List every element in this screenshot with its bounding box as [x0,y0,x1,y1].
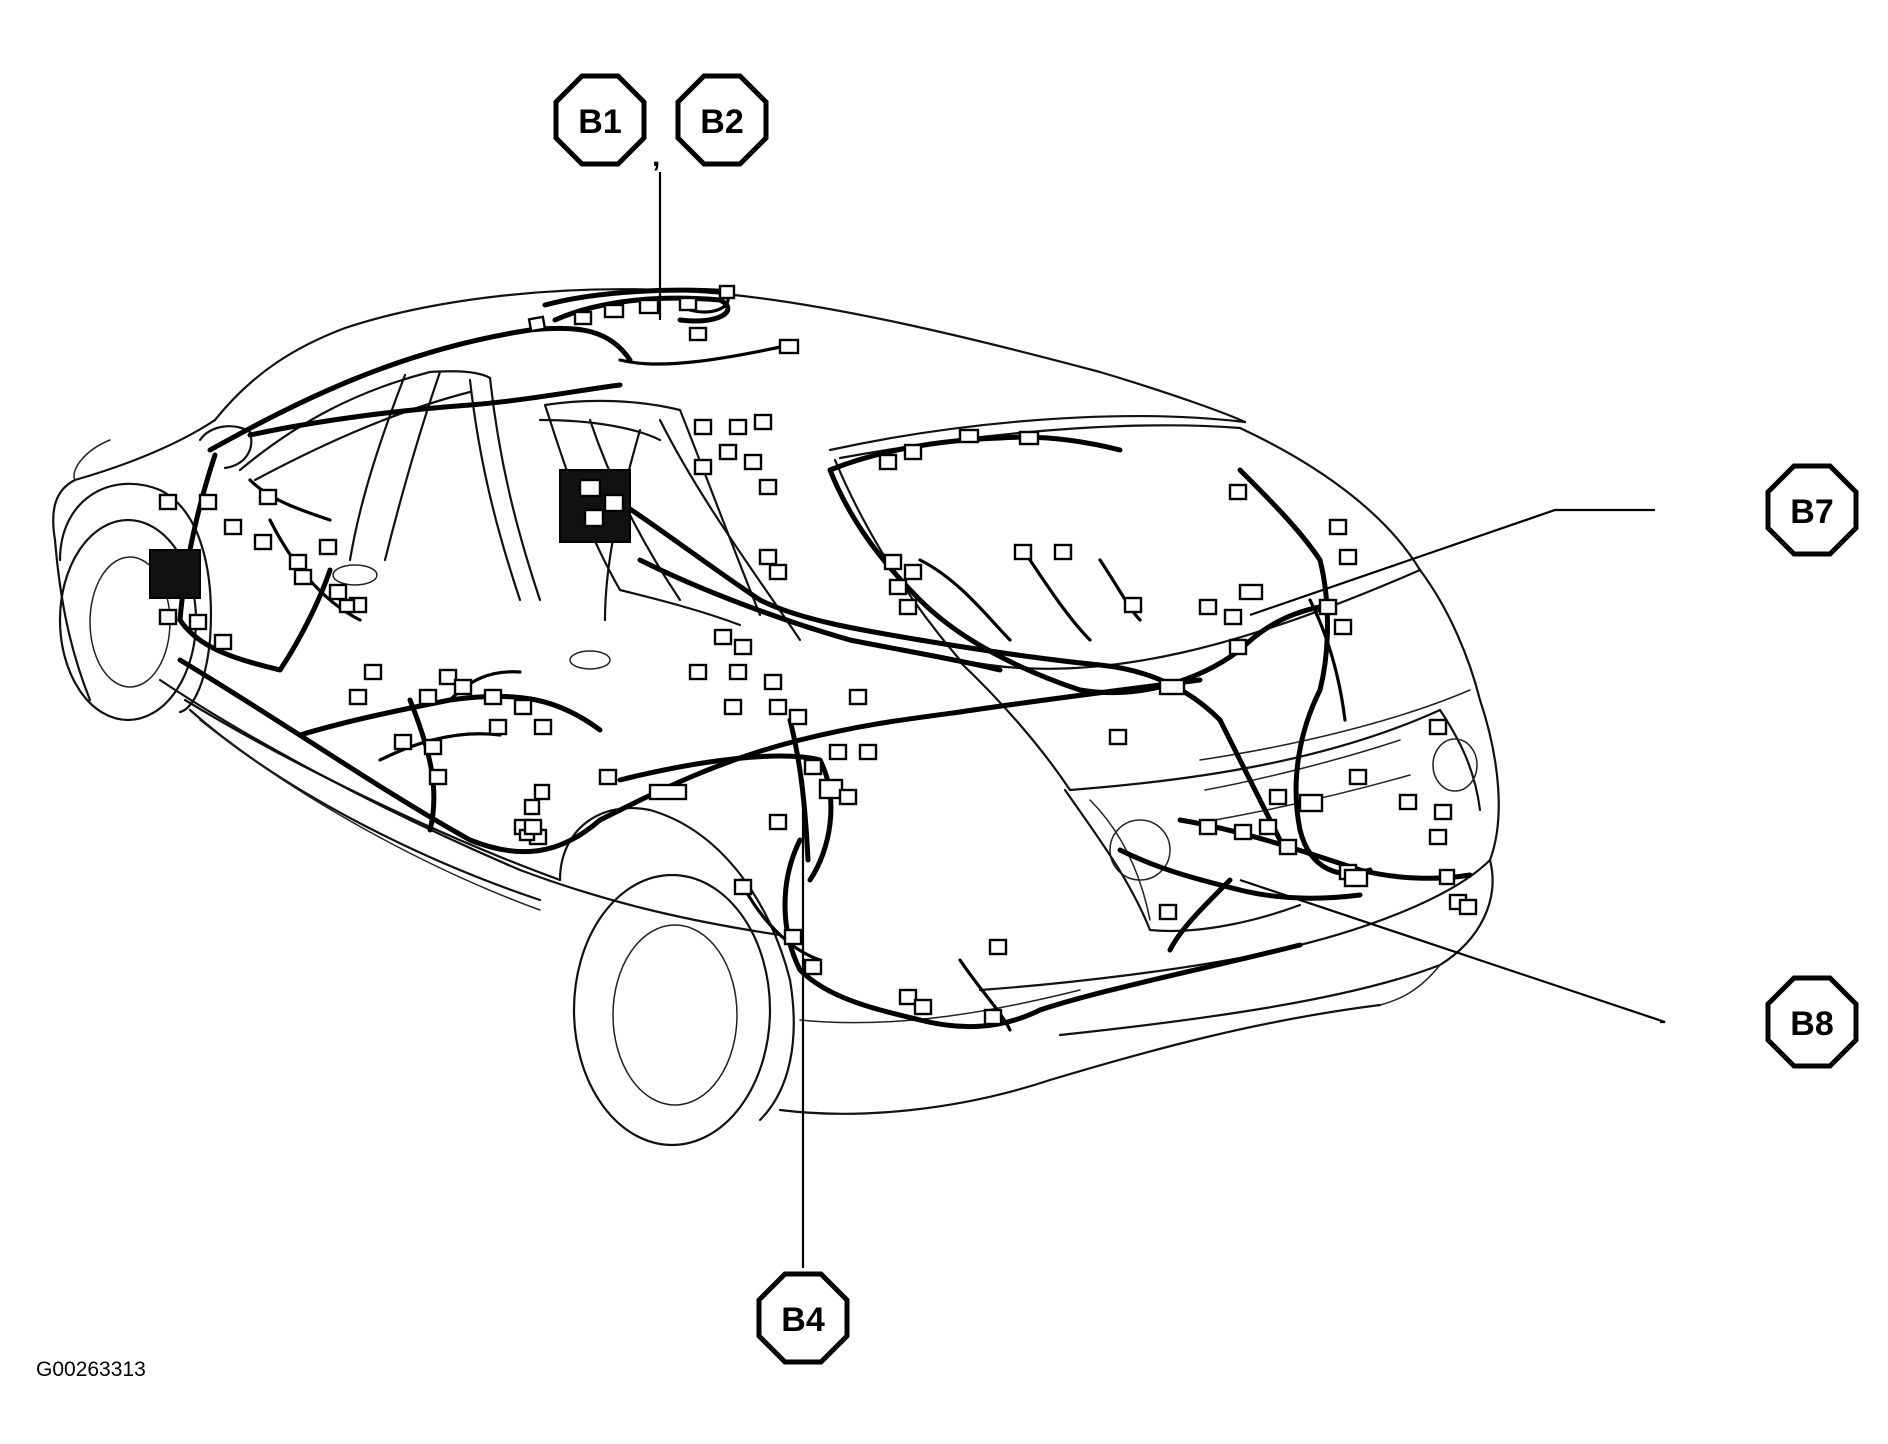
b1-badge-octagon [553,73,647,167]
callout-b7: B7 [1765,463,1859,557]
b4-badge-label: B4 [781,1301,825,1339]
leader-b8 [1239,878,1666,1024]
connectors [149,284,1478,1026]
callout-leaders [658,172,1666,1268]
b1-badge-label: B1 [578,103,621,141]
callout-b2: B2 [675,73,769,167]
leader-b7 [1249,508,1655,617]
b4-badge-octagon [756,1271,850,1365]
b2-badge-octagon [675,73,769,167]
b2-badge-label: B2 [700,103,743,141]
b8-badge-label: B8 [1790,1005,1833,1043]
callout-b1: B1 [553,73,647,167]
callout-separator: , [652,140,660,173]
b7-badge-label: B7 [1790,493,1833,531]
wire-harness [177,287,1473,1032]
callout-b8: B8 [1765,975,1859,1069]
car-body-outline [52,288,1500,1147]
callout-b4: B4 [756,1271,850,1365]
figure-code: G00263313 [36,1358,146,1381]
b8-badge-octagon [1765,975,1859,1069]
b7-badge-octagon [1765,463,1859,557]
